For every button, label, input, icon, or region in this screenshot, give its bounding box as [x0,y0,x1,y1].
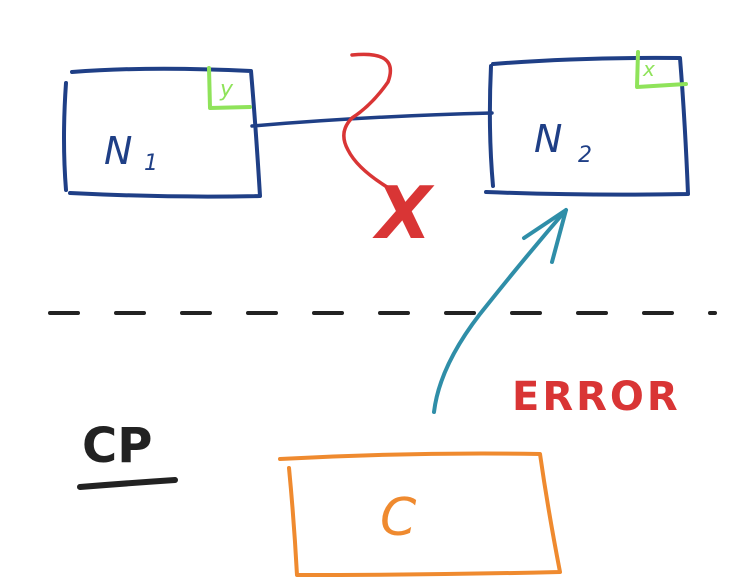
node-n1-label: N [104,129,132,173]
error-arrow-head [522,208,568,264]
error-arrow [432,208,568,414]
node-n2-tag: x [642,57,655,81]
partition-squiggle [342,52,394,192]
node-n1: y N 1 [62,66,262,199]
error-arrow-shaft [432,208,568,414]
node-c-label: C [380,488,417,548]
node-c-box [278,451,562,577]
section-label-underline [77,477,178,490]
node-n2-box [484,55,690,197]
section-label: CP [82,418,152,474]
section-cp: CP [77,418,178,490]
node-n2-subscript: 2 [578,143,592,168]
node-n1-box [62,66,262,199]
partition-x-mark: X [372,171,435,255]
node-n1-subscript: 1 [144,151,158,176]
node-c: C [278,451,562,577]
node-n2-label: N [534,117,562,161]
error-label: ERROR [512,374,681,420]
node-n2: x N 2 [484,50,690,197]
network-link [250,111,494,128]
node-n1-tag-corner [207,66,252,110]
node-n1-tag: y [219,77,234,102]
node-n2-tag-corner [635,50,688,89]
